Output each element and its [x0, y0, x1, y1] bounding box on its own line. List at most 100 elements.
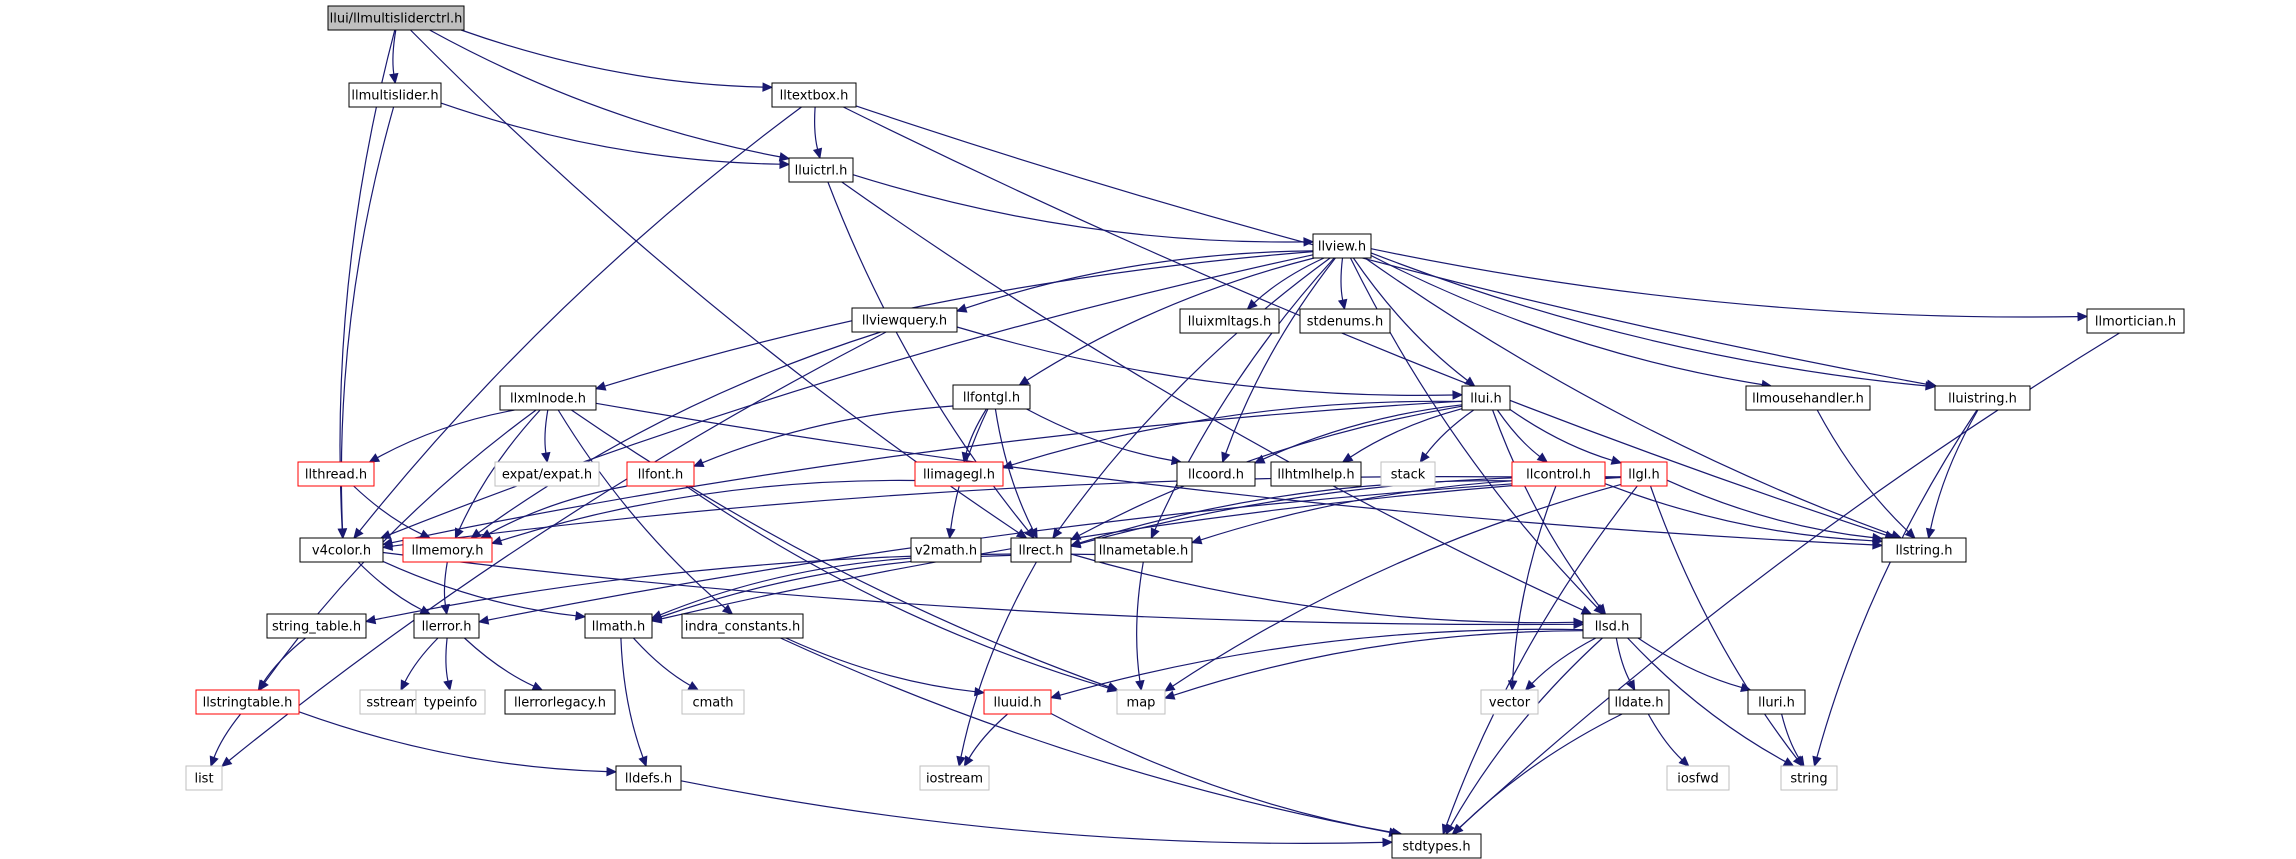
node-label: lluri.h [1758, 696, 1795, 711]
edge-arrowhead [1595, 603, 1607, 615]
node-label: llviewquery.h [862, 314, 947, 329]
edge-arrowhead [692, 458, 705, 468]
node-box [681, 613, 804, 639]
edge-line [660, 557, 912, 616]
node-map: map [1116, 689, 1166, 715]
edge-arrowhead [974, 686, 986, 697]
edge-arrowhead [1573, 617, 1585, 628]
node-llmultislider-h[interactable]: llmultislider.h [348, 82, 442, 108]
edge-line [780, 637, 1390, 833]
edge-line [785, 637, 976, 693]
edge-arrowhead [1452, 823, 1464, 835]
edge-arrowhead [1303, 237, 1315, 247]
edge-llui-h-to-llhtmlhelp-h [1341, 408, 1463, 463]
node-lluictrl-h[interactable]: lluictrl.h [788, 157, 854, 183]
node-llrect-h[interactable]: llrect.h [1010, 537, 1072, 563]
edge-line [1011, 400, 1463, 466]
node-lluri-h[interactable]: lluri.h [1747, 689, 1806, 715]
node-box [494, 461, 600, 487]
edge-llview-h-to-llxmlnode-h [594, 251, 1314, 391]
node-llxmlnode-h[interactable]: llxmlnode.h [499, 385, 597, 411]
node-v4color-h[interactable]: v4color.h [299, 537, 384, 563]
edge-line [1816, 409, 1978, 758]
node-lluuid-h[interactable]: lluuid.h [983, 689, 1052, 715]
edge-line [855, 105, 1928, 385]
edge-line [1026, 408, 1173, 462]
node-box [952, 384, 1031, 410]
node-llerror-h[interactable]: llerror.h [413, 613, 480, 639]
edges-layer [209, 29, 2120, 848]
edge-llxmlnode-h-to-llmemory-h [454, 409, 541, 540]
node-llstringtable-h[interactable]: llstringtable.h [195, 689, 300, 715]
edge-line [1200, 476, 1622, 541]
node-llmousehandler-h[interactable]: llmousehandler.h [1745, 385, 1871, 411]
edge-line [1350, 408, 1463, 458]
edge-line [620, 637, 644, 758]
edge-llrect-h-to-iostream [956, 561, 1037, 768]
edge-llui-llmultisliderctrl-h-to-lluictrl-h [429, 29, 791, 162]
node-llfont-h[interactable]: llfont.h [626, 461, 695, 487]
edge-llgl-h-to-llerror-h [477, 476, 1622, 625]
edge-arrowhead [1246, 299, 1258, 310]
node-llviewquery-h[interactable]: llviewquery.h [851, 307, 958, 333]
node-lltextbox-h[interactable]: lltextbox.h [771, 82, 857, 108]
edge-line [702, 405, 954, 464]
node-llcontrol-h[interactable]: llcontrol.h [1511, 461, 1606, 487]
edge-arrowhead [400, 679, 410, 692]
node-lldate-h[interactable]: lldate.h [1608, 689, 1670, 715]
node-llthread-h[interactable]: llthread.h [297, 461, 375, 487]
node-llerrorlegacy-h[interactable]: llerrorlegacy.h [504, 689, 616, 715]
edge-llmousehandler-h-to-llstring-h [1816, 409, 1916, 539]
edge-arrowhead [1221, 451, 1231, 464]
node-llui-llmultisliderctrl-h[interactable]: llui/llmultisliderctrl.h [327, 5, 465, 31]
node-box [327, 5, 465, 31]
edge-llview-h-to-llfontgl-h [1018, 257, 1315, 386]
node-label: llthread.h [305, 468, 367, 483]
node-box [851, 307, 958, 333]
node-llmortician-h[interactable]: llmortician.h [2086, 308, 2185, 334]
node-llcoord-h[interactable]: llcoord.h [1176, 461, 1256, 487]
edge-arrowhead [1419, 451, 1430, 463]
node-llnametable-h[interactable]: llnametable.h [1094, 537, 1193, 563]
node-llfontgl-h[interactable]: llfontgl.h [952, 384, 1031, 410]
node-llmemory-h[interactable]: llmemory.h [402, 537, 493, 563]
node-string-table-h[interactable]: string_table.h [266, 613, 367, 639]
node-lluixmltags-h[interactable]: lluixmltags.h [1179, 308, 1280, 334]
node-indra-constants-h[interactable]: indra_constants.h [681, 613, 804, 639]
node-lluistring-h[interactable]: lluistring.h [1934, 385, 2031, 411]
node-llhtmlhelp-h[interactable]: llhtmlhelp.h [1270, 461, 1362, 487]
edge-arrowhead [490, 536, 503, 546]
edge-arrowhead [1163, 690, 1176, 700]
edge-line [1352, 257, 1468, 381]
node-iosfwd: iosfwd [1666, 765, 1730, 791]
node-label: list [194, 772, 213, 787]
edge-lldate-h-to-iosfwd [1647, 713, 1690, 767]
node-llui-h[interactable]: llui.h [1461, 385, 1511, 411]
edge-arrowhead [778, 152, 791, 162]
node-llimagegl-h[interactable]: llimagegl.h [914, 461, 1004, 487]
node-string: string [1780, 765, 1838, 791]
node-box [1312, 233, 1372, 259]
edge-line [544, 409, 549, 454]
node-llstring-h[interactable]: llstring.h [1881, 537, 1967, 563]
node-stdtypes-h[interactable]: stdtypes.h [1391, 833, 1482, 859]
edge-llsd-h-to-lluri-h [1637, 637, 1752, 693]
node-box [1010, 537, 1072, 563]
node-box [499, 385, 597, 411]
node-llview-h[interactable]: llview.h [1312, 233, 1372, 259]
edge-line [841, 181, 1584, 611]
node-stdenums-h[interactable]: stdenums.h [1299, 308, 1391, 334]
edge-line [968, 713, 1008, 759]
edge-line [445, 637, 449, 682]
node-iostream: iostream [919, 765, 990, 791]
node-llsd-h[interactable]: llsd.h [1582, 613, 1642, 639]
node-v2math-h[interactable]: v2math.h [910, 537, 982, 563]
node-label: sstream [366, 696, 418, 711]
node-llgl-h[interactable]: llgl.h [1620, 461, 1668, 487]
edge-llrect-h-to-llsd-h [1070, 553, 1585, 628]
edge-arrowhead [1052, 527, 1063, 540]
node-llmath-h[interactable]: llmath.h [584, 613, 653, 639]
node-label: llrect.h [1019, 544, 1064, 559]
node-lldefs-h[interactable]: lldefs.h [615, 765, 682, 791]
node-box [1608, 689, 1670, 715]
